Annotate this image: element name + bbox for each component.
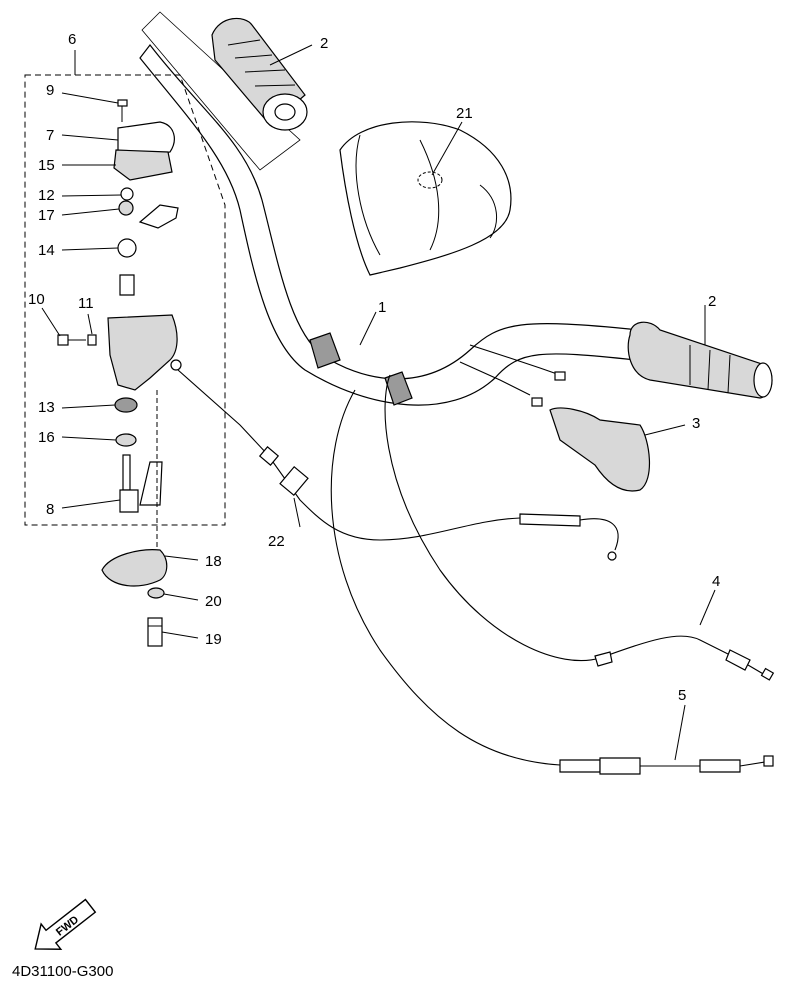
gasket-15 xyxy=(113,149,173,181)
handlebar-pad xyxy=(339,121,512,276)
callout-2-upper: 2 xyxy=(320,35,328,52)
spring-14 xyxy=(117,238,137,258)
nut-11 xyxy=(87,334,97,346)
grip-right xyxy=(627,321,773,399)
throttle-cable xyxy=(177,369,619,561)
callout-5: 5 xyxy=(678,687,686,704)
callout-13: 13 xyxy=(38,399,55,416)
callout-4: 4 xyxy=(712,573,720,590)
washer-16 xyxy=(115,433,137,447)
callout-7: 7 xyxy=(46,127,54,144)
throttle-housing xyxy=(107,314,178,391)
throttle-lever xyxy=(138,204,179,229)
callout-20: 20 xyxy=(205,593,222,610)
callout-8: 8 xyxy=(46,501,54,518)
callout-labels: 6 2 21 9 7 15 12 17 14 10 11 1 2 13 16 3… xyxy=(28,31,720,704)
washer-17 xyxy=(118,200,134,216)
callout-1: 1 xyxy=(378,299,386,316)
diagram-code: 4D31100-G300 xyxy=(12,963,113,980)
grip-upper xyxy=(211,17,308,131)
callout-9: 9 xyxy=(46,82,54,99)
callout-12: 12 xyxy=(38,187,55,204)
throttle-assembly-group xyxy=(24,74,226,526)
callout-21: 21 xyxy=(456,105,473,122)
callout-17: 17 xyxy=(38,207,55,224)
throttle-shaft-8 xyxy=(119,454,163,513)
cable-4 xyxy=(384,374,775,681)
callout-14: 14 xyxy=(38,242,55,259)
callout-6: 6 xyxy=(68,31,76,48)
callout-11: 11 xyxy=(78,295,94,312)
callout-15: 15 xyxy=(38,157,55,174)
callout-16: 16 xyxy=(38,429,55,446)
callout-3: 3 xyxy=(692,415,700,432)
bolt-19 xyxy=(147,617,163,647)
callout-2-right: 2 xyxy=(708,293,716,310)
collar-13 xyxy=(114,397,138,413)
brake-lever-boot xyxy=(459,344,651,492)
washer-20 xyxy=(147,587,165,599)
leader-lines xyxy=(41,44,716,761)
callout-10: 10 xyxy=(28,291,45,308)
bushing xyxy=(119,274,135,296)
callout-18: 18 xyxy=(205,553,222,570)
fwd-arrow: FWD xyxy=(34,898,97,950)
screw-9 xyxy=(117,99,128,122)
clamp-18 xyxy=(101,549,168,587)
callout-19: 19 xyxy=(205,631,222,648)
bolt-10 xyxy=(57,334,86,346)
nut-12 xyxy=(120,187,134,201)
cable-5 xyxy=(330,389,774,775)
callout-22: 22 xyxy=(268,533,285,550)
